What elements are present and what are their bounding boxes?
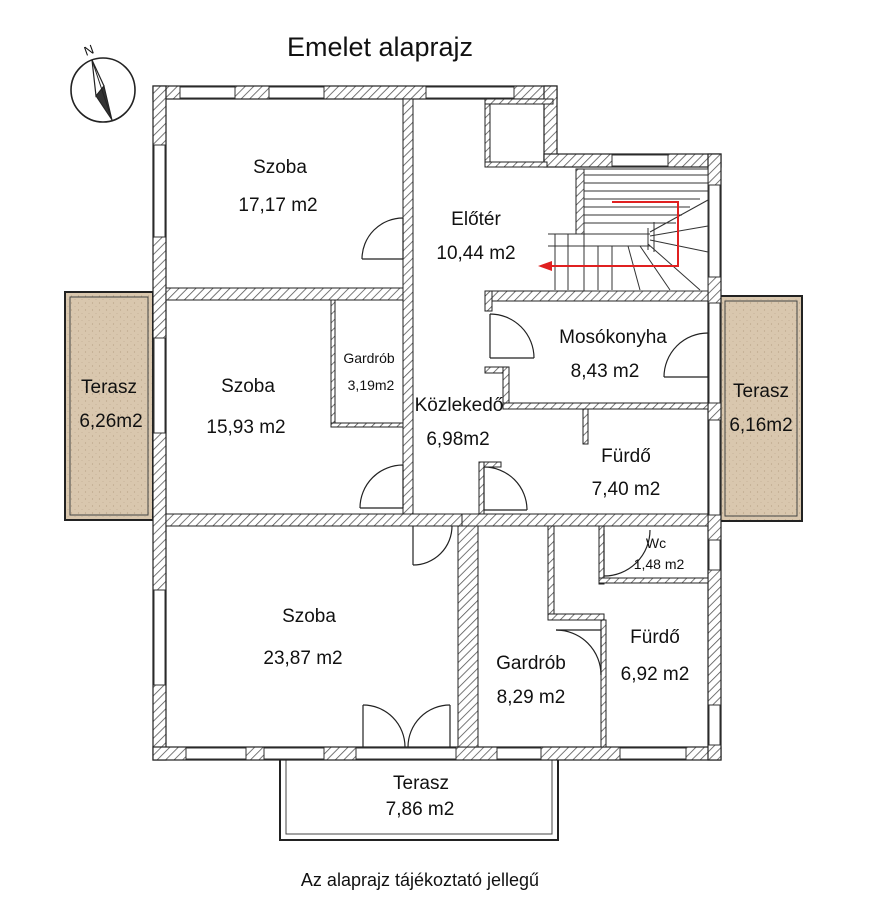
room-name: Fürdő bbox=[601, 446, 651, 467]
room-area: 8,29 m2 bbox=[497, 687, 566, 708]
interior-walls bbox=[165, 98, 709, 748]
room-name: Terasz bbox=[81, 377, 137, 398]
doors bbox=[359, 217, 709, 748]
room-area: 6,92 m2 bbox=[621, 664, 690, 685]
terrace-left bbox=[64, 291, 154, 521]
room-name: Előtér bbox=[451, 209, 501, 230]
room-area: 7,86 m2 bbox=[386, 799, 455, 820]
room-area: 3,19m2 bbox=[348, 377, 395, 393]
room-name: Terasz bbox=[733, 381, 789, 402]
room-area: 8,43 m2 bbox=[571, 361, 640, 382]
room-area: 6,16m2 bbox=[729, 415, 792, 436]
room-area: 7,40 m2 bbox=[592, 479, 661, 500]
room-area: 23,87 m2 bbox=[263, 648, 342, 669]
room-area: 1,48 m2 bbox=[634, 556, 685, 572]
room-area: 17,17 m2 bbox=[238, 195, 317, 216]
compass-north-label: N bbox=[82, 42, 96, 59]
room-name: Közlekedő bbox=[415, 395, 504, 416]
stair-direction-arrow bbox=[548, 201, 679, 267]
room-area: 6,98m2 bbox=[426, 429, 489, 450]
room-name: Szoba bbox=[253, 157, 307, 178]
terrace-right bbox=[719, 295, 803, 522]
room-name: Gardrób bbox=[496, 653, 566, 674]
room-name: Szoba bbox=[221, 376, 275, 397]
terrace-bottom bbox=[279, 756, 559, 841]
compass-icon: N bbox=[70, 42, 136, 123]
terraces bbox=[64, 291, 803, 841]
room-name: Szoba bbox=[282, 606, 336, 627]
room-area: 10,44 m2 bbox=[436, 243, 515, 264]
disclaimer-note: Az alaprajz tájékoztató jellegű bbox=[300, 870, 540, 890]
room-name: Mosókonyha bbox=[559, 327, 667, 348]
room-area: 6,26m2 bbox=[79, 411, 142, 432]
room-name: Terasz bbox=[393, 773, 449, 794]
room-name: Fürdő bbox=[630, 627, 680, 648]
room-name: Gardrób bbox=[343, 350, 395, 366]
room-labels: Szoba 17,17 m2 Előtér 10,44 m2 Szoba 15,… bbox=[79, 157, 792, 820]
plan-title: Emelet alaprajz bbox=[286, 32, 474, 62]
staircase bbox=[538, 168, 709, 292]
room-name: Wc bbox=[646, 535, 666, 551]
room-area: 15,93 m2 bbox=[206, 417, 285, 438]
windows bbox=[153, 86, 721, 760]
